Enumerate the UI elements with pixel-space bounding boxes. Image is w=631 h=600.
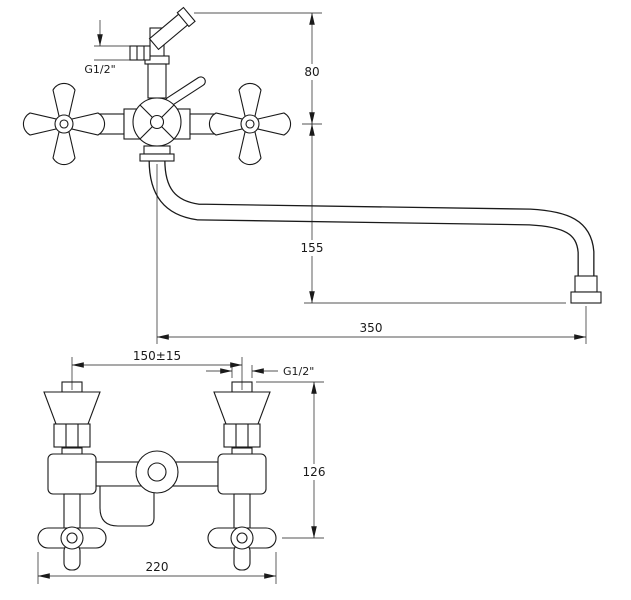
dim-126: 126: [256, 381, 327, 539]
dim-80: 80: [194, 12, 325, 125]
plan-view: 150±15 G1/2" 126 220: [37, 349, 327, 584]
thread-label-top: G1/2": [84, 63, 115, 76]
dim-depth: 126: [303, 465, 326, 479]
right-cross-handle-plan: [207, 526, 277, 571]
spout-tube-inner: [149, 159, 594, 278]
dim-155: 155: [294, 123, 566, 304]
right-escutcheon: [213, 391, 271, 425]
right-hex-nut: [223, 423, 261, 448]
spout-stub-plan: [99, 485, 155, 527]
right-handle-stem: [233, 493, 251, 529]
thread-label-plan: G1/2": [283, 365, 314, 378]
stub: [129, 45, 151, 61]
mixer-body-plan: [47, 450, 267, 529]
dim-spout-reach: 350: [360, 321, 383, 335]
center-union-inner: [147, 462, 167, 482]
top-outlet-nozzle: [148, 6, 196, 51]
spout-flange-upper: [143, 145, 171, 155]
dim-overall-width: 220: [146, 560, 169, 574]
body-center: [149, 114, 165, 130]
mid-tube: [147, 63, 167, 99]
dim-220: 220: [37, 552, 277, 584]
dim-thread-plan: G1/2": [206, 365, 314, 378]
right-valve-body: [217, 453, 267, 495]
left-valve-body: [47, 453, 97, 495]
dim-top-height: 80: [304, 65, 319, 79]
spout-flange-lower: [139, 153, 175, 162]
spout: [139, 145, 602, 304]
outlet-neck: [574, 275, 598, 293]
outlet-aerator: [570, 291, 602, 304]
dim-thread-top: G1/2": [84, 20, 130, 76]
dim-hole-spacing: 150±15: [133, 349, 181, 363]
left-hex-nut: [53, 423, 91, 448]
front-view: G1/2" 80 155 350: [22, 6, 602, 344]
right-cross-handle: [208, 82, 292, 166]
left-handle-stem: [63, 493, 81, 529]
valve-body-center: [132, 97, 182, 147]
thread-stub-top: [129, 45, 151, 61]
left-escutcheon: [43, 391, 101, 425]
left-cross-handle: [22, 82, 106, 166]
dim-150: 150±15: [71, 349, 243, 390]
left-cross-handle-plan: [37, 526, 107, 571]
wall-connections: [43, 381, 271, 457]
nozzle-tip: [176, 6, 196, 28]
dim-350: 350: [156, 164, 587, 344]
dim-spout-drop: 155: [301, 241, 324, 255]
